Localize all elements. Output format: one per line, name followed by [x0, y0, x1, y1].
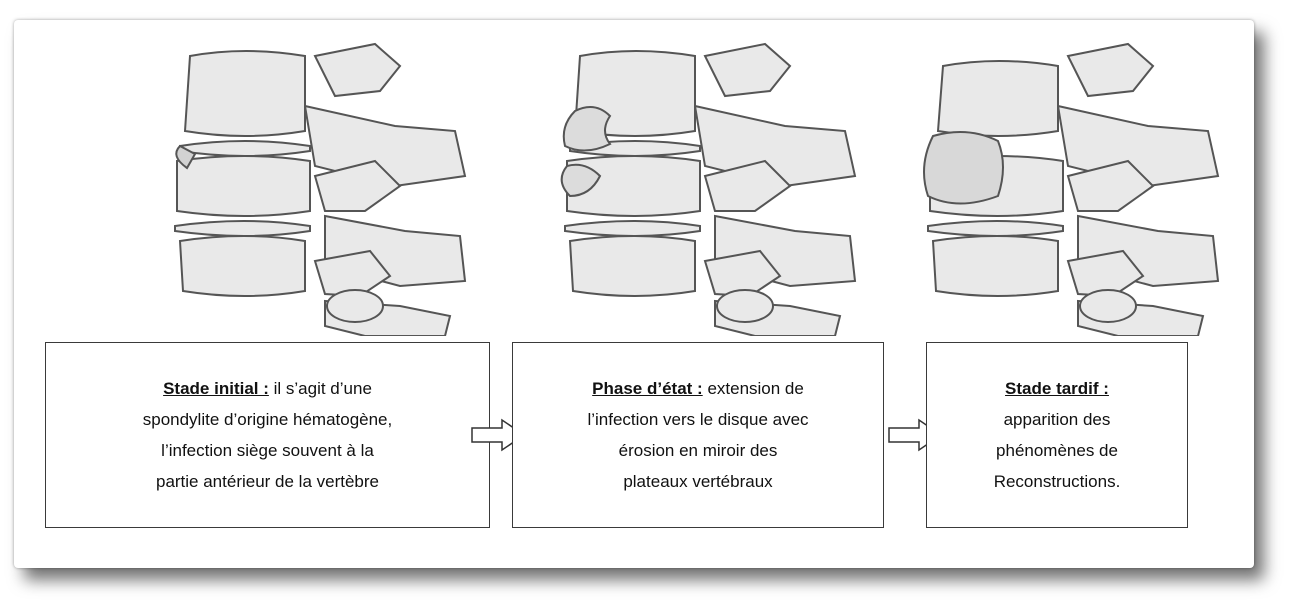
stage-phase-text-1: extension de	[707, 379, 803, 398]
stage-tardif-line-3: Reconstructions.	[994, 466, 1121, 497]
stage-initial-line-3: l’infection siège souvent à la	[161, 435, 374, 466]
stage-phase-line-3: érosion en miroir des	[619, 435, 778, 466]
spine-illustration-tardif	[918, 36, 1228, 336]
spine-illustration-phase-etat	[555, 36, 865, 336]
stage-phase-title: Phase d’état :	[592, 379, 703, 398]
stage-box-initial: Stade initial : il s’agit d’une spondyli…	[45, 342, 490, 528]
stage-initial-line-1: Stade initial : il s’agit d’une	[163, 373, 372, 404]
stage-initial-line-2: spondylite d’origine hématogène,	[143, 404, 393, 435]
stage-tardif-line-1: apparition des	[1004, 404, 1111, 435]
stage-initial-line-4: partie antérieur de la vertèbre	[156, 466, 379, 497]
stage-tardif-line-2: phénomènes de	[996, 435, 1118, 466]
stage-initial-title: Stade initial :	[163, 379, 269, 398]
stage-box-phase-etat: Phase d’état : extension de l’infection …	[512, 342, 884, 528]
stage-initial-text-1: il s’agit d’une	[274, 379, 372, 398]
stage-tardif-title: Stade tardif :	[1005, 373, 1109, 404]
spine-illustration-initial	[165, 36, 475, 336]
stage-phase-line-2: l’infection vers le disque avec	[587, 404, 808, 435]
stage-phase-line-4: plateaux vertébraux	[623, 466, 772, 497]
stage-phase-line-1: Phase d’état : extension de	[592, 373, 804, 404]
stage-box-tardif: Stade tardif : apparition des phénomènes…	[926, 342, 1188, 528]
